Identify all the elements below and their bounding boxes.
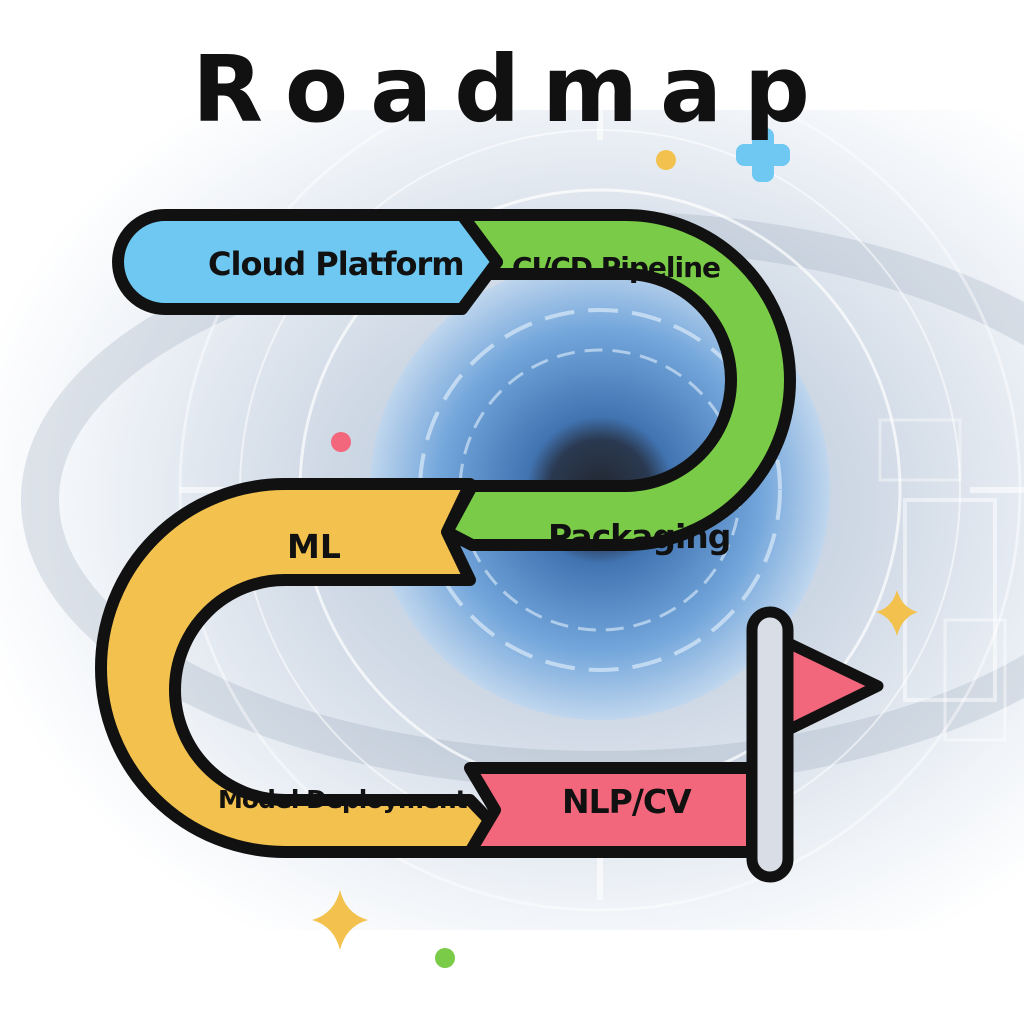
yellow-dot-icon	[656, 150, 676, 170]
step-label-model-deployment: Model Deployment	[218, 785, 468, 814]
step-label-cloud-platform: Cloud Platform	[208, 245, 465, 283]
step-label-cicd-pipeline: CI/CD Pipeline	[512, 251, 721, 284]
step-shape-ml-deployment	[95, 478, 501, 858]
step-shape-nlp-cv	[464, 762, 758, 858]
step-shape-cicd-packaging	[441, 209, 796, 551]
step-label-ml: ML	[287, 527, 341, 566]
yellow-sparkle-icon-right	[876, 590, 918, 636]
roadmap-path	[95, 209, 796, 858]
pink-dot-icon	[331, 432, 351, 452]
flag-icon	[746, 606, 884, 883]
step-label-nlp-cv: NLP/CV	[562, 782, 692, 821]
step-label-packaging: Packaging	[548, 517, 731, 556]
step-shape-cloud-platform	[112, 209, 503, 315]
yellow-sparkle-icon-bottom	[312, 890, 368, 950]
blue-plus-icon	[736, 128, 790, 182]
page-title: Roadmap	[192, 36, 832, 143]
green-dot-icon	[435, 948, 455, 968]
